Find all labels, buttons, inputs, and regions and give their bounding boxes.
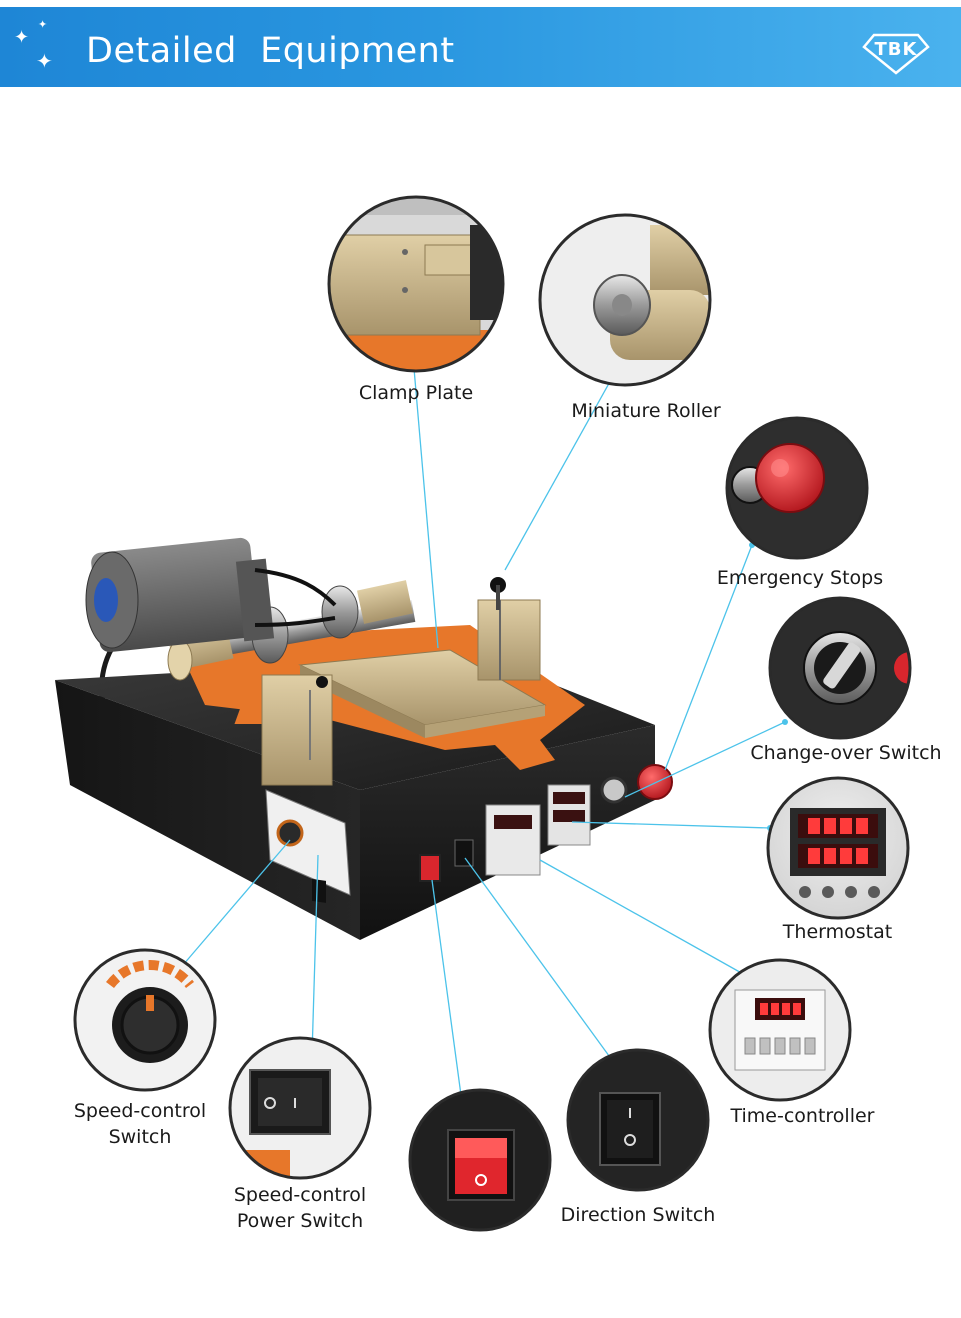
callout-circle-emergency-stops [725,416,869,560]
sparkle-icon: ✦ [14,27,30,48]
diamond-logo-icon [862,33,930,75]
callout-circle-miniature-roller [538,213,712,387]
label-clamp-plate: Clamp Plate [358,382,474,404]
sparkle-icon: ✦ [38,18,48,31]
label-emergency-stops: Emergency Stops [716,567,884,589]
label-change-over-switch: Change-over Switch [750,742,942,764]
callout-circle-speed-control-switch [73,948,217,1092]
label-speed-control-switch-line2: Switch [108,1126,172,1148]
label-thermostat: Thermostat [782,921,893,943]
callout-circle-direction-switch [566,1048,710,1192]
callout-circle-clamp-plate [327,195,505,373]
callout-circle-change-over-switch [768,596,912,740]
machine [55,537,673,940]
label-speed-control-power-switch-line1: Speed-control [233,1184,367,1206]
label-speed-control-switch-line1: Speed-control [73,1100,207,1122]
label-speed-control-power-switch-line2: Power Switch [236,1210,364,1232]
logo-text: TBK [874,39,918,60]
label-direction-switch: Direction Switch [560,1204,716,1226]
label-miniature-roller: Miniature Roller [571,400,721,422]
label-time-controller: Time-controller [730,1105,875,1127]
callout-circle-main-power-switch [408,1088,552,1232]
sparkle-icon: ✦ [36,49,53,73]
label-speed-control-power-switch: Speed-control Power Switch [215,1182,385,1234]
label-speed-control-switch: Speed-control Switch [55,1098,225,1150]
header-banner: ✦ ✦ ✦ Detailed Equipment TBK [0,7,961,87]
page-title: Detailed Equipment [86,31,455,71]
callout-circle-speed-control-power-switch [228,1036,372,1180]
callout-circle-thermostat [766,776,910,920]
callout-circle-time-controller [708,958,852,1102]
tbk-logo: TBK [860,29,932,77]
leader-lines [182,344,786,1111]
